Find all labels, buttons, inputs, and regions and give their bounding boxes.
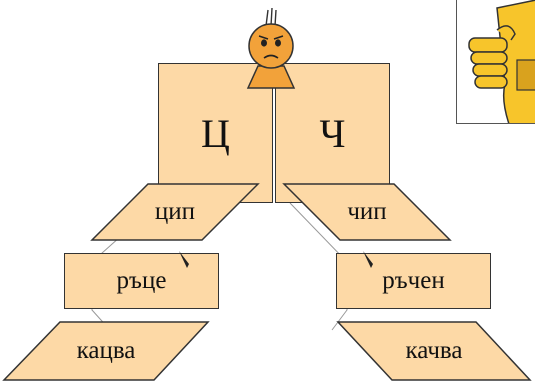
pointing-hand-icon [468, 0, 535, 123]
smiley-boy-icon [246, 7, 296, 89]
word-right-1: чип [347, 198, 387, 225]
word-card-right-2: ръчен [336, 253, 491, 309]
letter-left: Ц [201, 110, 230, 156]
letter-box-right: Ч [275, 63, 390, 203]
corner-picture-frame [456, 0, 535, 124]
word-card-left-3: кацва [2, 320, 210, 382]
word-card-left-1: цип [90, 182, 260, 242]
word-left-2: ръце [116, 267, 167, 294]
letter-right: Ч [319, 110, 346, 156]
word-left-1: цип [154, 198, 196, 225]
stress-mark-icon [179, 251, 189, 268]
word-right-2: ръчен [382, 267, 445, 294]
word-card-right-3: качва [336, 320, 532, 382]
word-right-3: качва [405, 337, 463, 364]
word-left-3: кацва [76, 337, 136, 364]
stress-mark-icon [363, 251, 373, 268]
word-card-right-1: чип [282, 182, 452, 242]
word-card-left-2: ръце [64, 253, 219, 309]
